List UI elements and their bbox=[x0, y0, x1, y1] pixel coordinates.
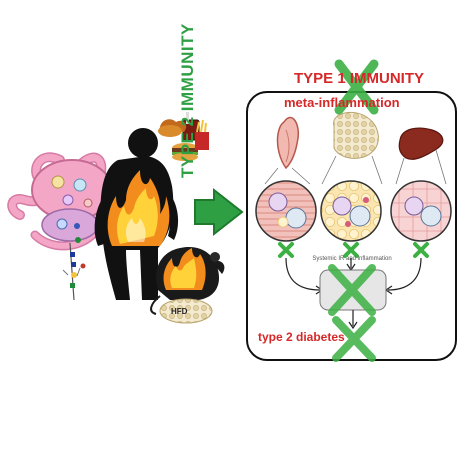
hfd-chow-icon bbox=[159, 298, 213, 324]
muscle-tissue-icon bbox=[276, 116, 300, 170]
parasite-worm-icon bbox=[7, 152, 123, 301]
tissue-circle-adipose bbox=[320, 180, 382, 242]
type2-diabetes-label: type 2 diabetes bbox=[258, 330, 345, 344]
green-cross-icon bbox=[334, 59, 379, 115]
adipose-tissue-icon bbox=[333, 111, 379, 159]
liver-icon bbox=[398, 127, 444, 160]
systemic-inflammation-label: Systemic IR and inflammation bbox=[312, 256, 392, 262]
green-arrow-icon bbox=[194, 187, 244, 237]
obese-human-flames-icon bbox=[94, 128, 179, 300]
type2-immunity-label: TYPE 2 IMMUNITY bbox=[178, 23, 197, 178]
tissue-circle-liver bbox=[390, 180, 452, 242]
type1-immunity-label: TYPE 1 IMMUNITY bbox=[294, 70, 425, 87]
hfd-label: HFD bbox=[171, 307, 188, 316]
junk-food-icon bbox=[158, 112, 209, 161]
green-cross-icon bbox=[332, 316, 376, 362]
mouse-flames-icon bbox=[150, 246, 225, 315]
meta-inflammation-label: meta-inflammation bbox=[284, 95, 400, 110]
green-cross-icon bbox=[278, 242, 429, 258]
green-cross-icon bbox=[328, 264, 376, 316]
tissue-circle-muscle bbox=[255, 180, 317, 242]
